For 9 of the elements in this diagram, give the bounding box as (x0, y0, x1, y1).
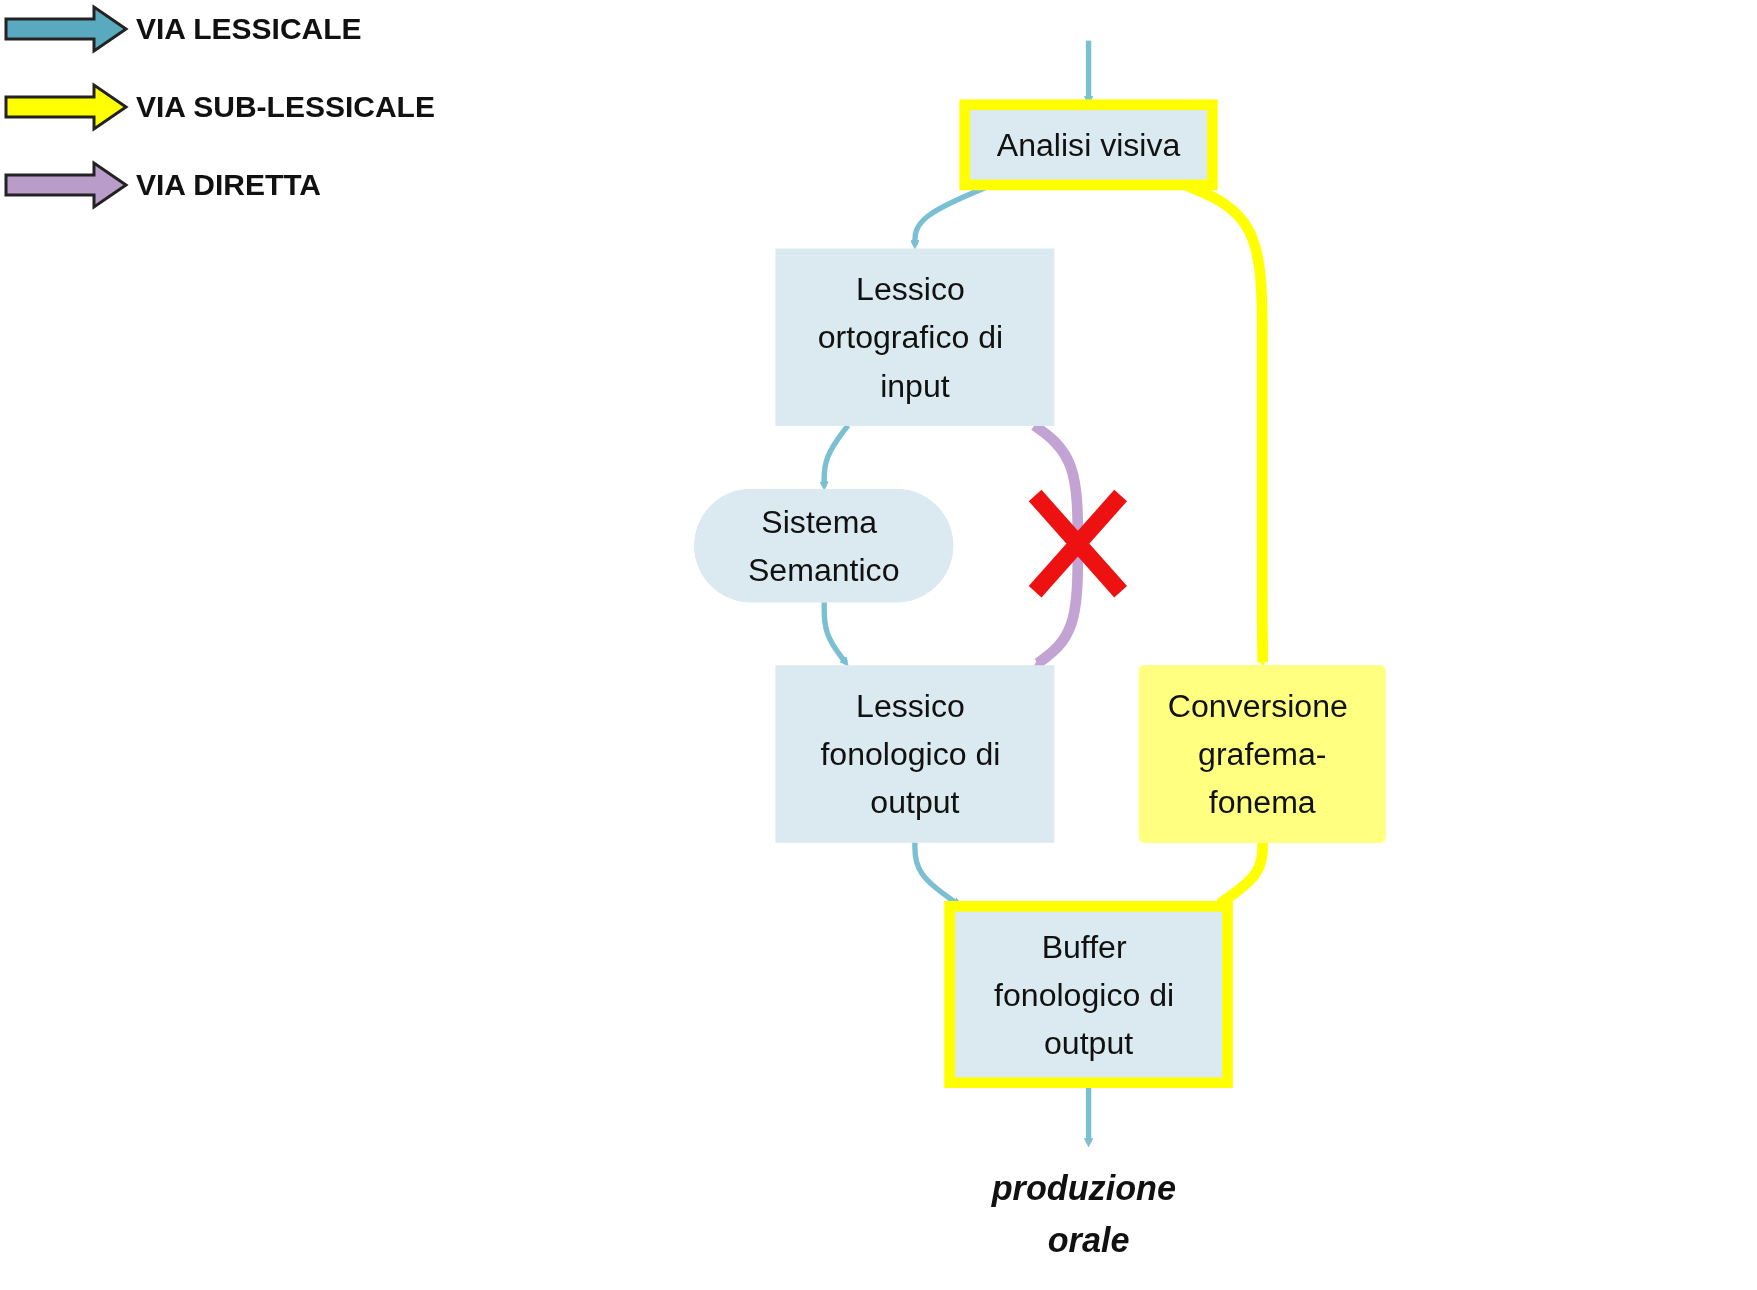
legend-text: VIA LESSICALE (136, 12, 362, 46)
node-box: Analisi visiva (959, 99, 1218, 191)
node-box: Buffer fonologico di output (944, 900, 1233, 1088)
node-box: Lessico ortografico di input (775, 248, 1055, 426)
node-text: produzione orale (991, 1169, 1176, 1260)
arrow (821, 602, 849, 667)
legend-text: VIA SUB-LESSICALE (136, 90, 435, 124)
legend-text: VIA DIRETTA (136, 168, 321, 202)
node-box: Lessico fonologico di output (775, 665, 1055, 843)
